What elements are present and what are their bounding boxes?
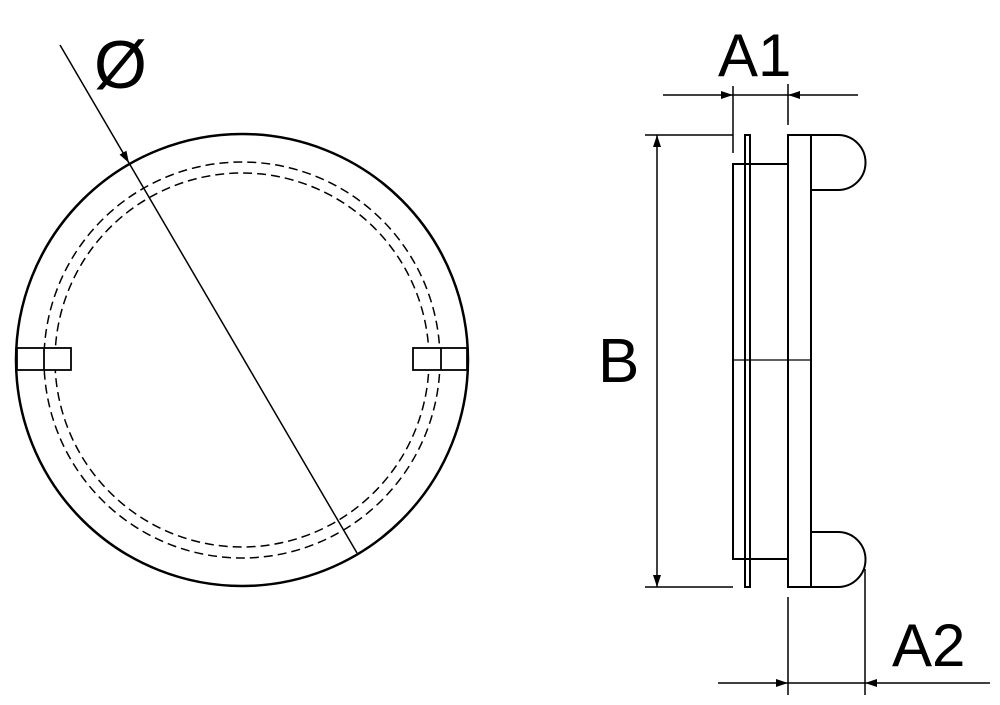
a2-label: A2 (892, 612, 965, 679)
thin-plate (744, 134, 751, 588)
diameter-label: Ø (94, 27, 147, 103)
a1-label: A1 (718, 22, 791, 89)
left-tab (16, 347, 72, 371)
flange (787, 134, 812, 588)
hidden-edge-outer (43, 161, 441, 559)
side-view (732, 134, 867, 588)
diameter-line (128, 162, 358, 554)
b-label: B (598, 327, 639, 396)
top-knob (811, 134, 867, 191)
dimension-a1 (663, 84, 858, 153)
inner-body (732, 163, 789, 560)
dimension-a2 (718, 569, 990, 695)
right-tab (412, 347, 468, 371)
bottom-knob (811, 531, 867, 588)
outer-rim (14, 132, 470, 588)
front-view (14, 44, 470, 588)
diameter-leader (59, 44, 130, 164)
hidden-edge-inner (54, 172, 430, 548)
dimension-b (645, 134, 733, 588)
